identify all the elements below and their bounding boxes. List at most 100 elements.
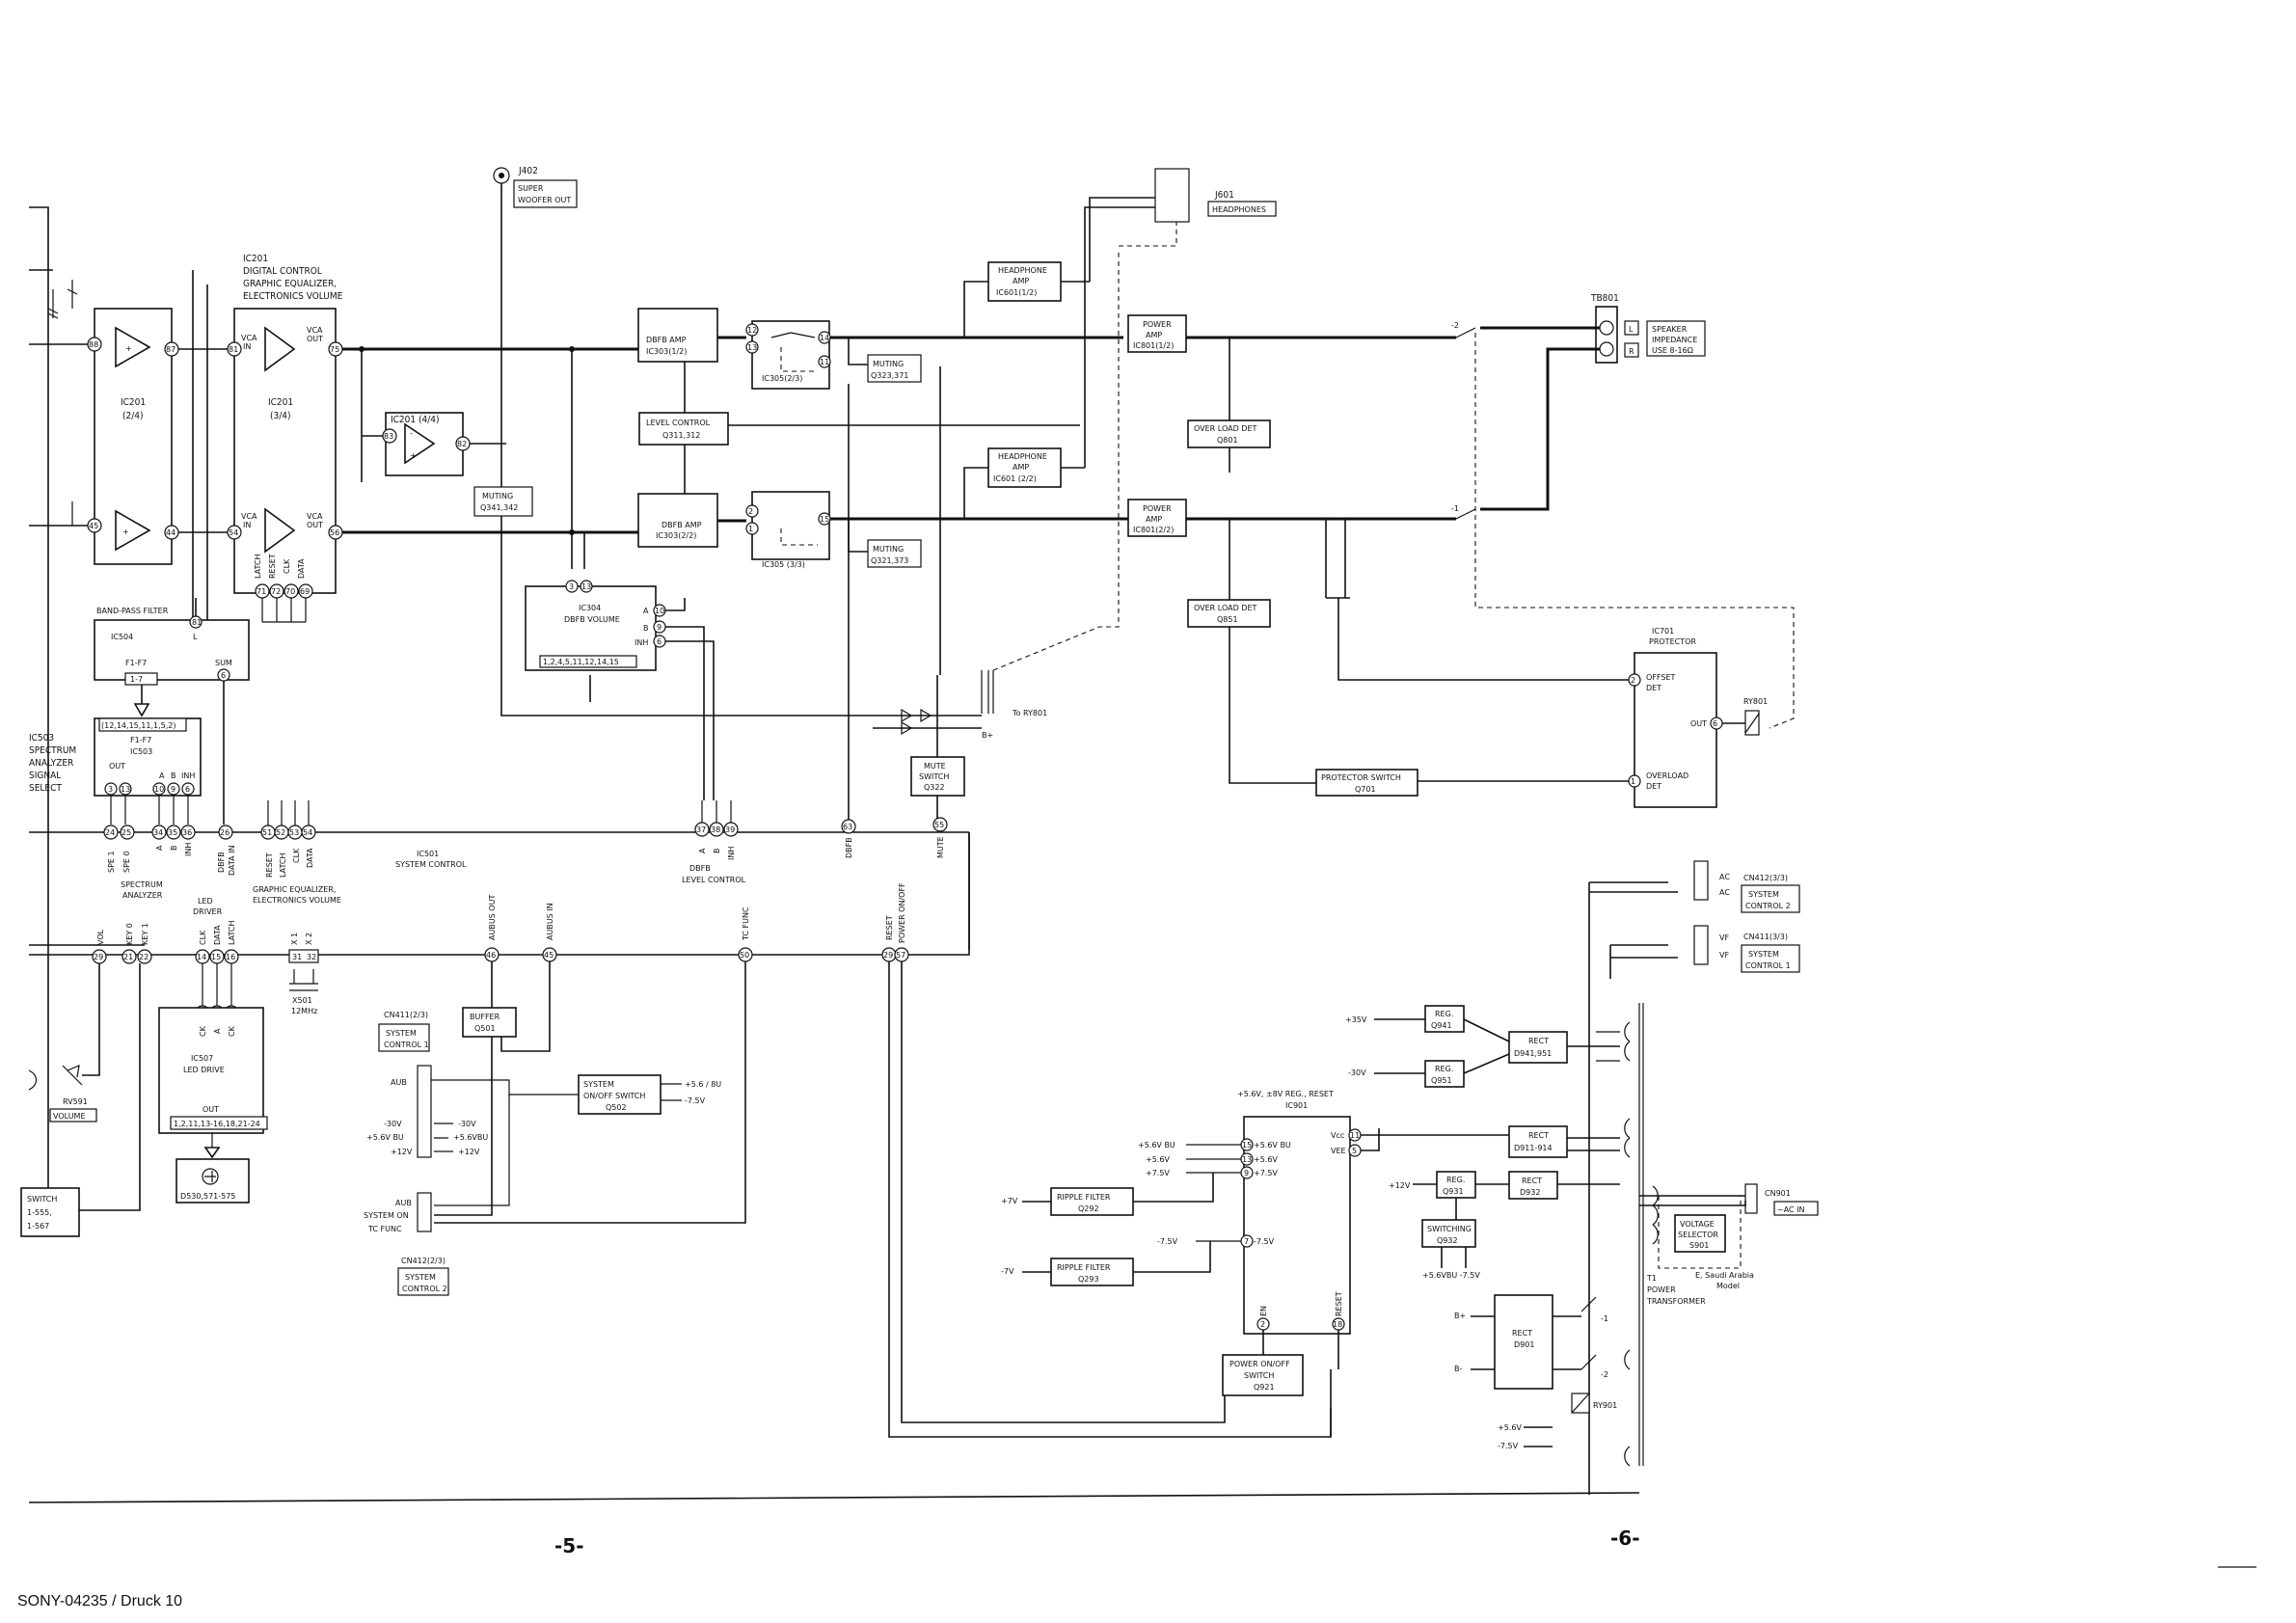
svg-text:VCA: VCA	[241, 334, 257, 342]
rv591: RV591 VOLUME	[28, 963, 100, 1123]
svg-text:81: 81	[192, 618, 202, 627]
svg-text:VEE: VEE	[1331, 1147, 1346, 1155]
svg-text:SPECTRUM: SPECTRUM	[121, 880, 163, 889]
power-onoff-q921: POWER ON/OFF SWITCH Q921	[1222, 1330, 1339, 1437]
svg-text:-1: -1	[1451, 504, 1459, 513]
svg-text:DIGITAL CONTROL: DIGITAL CONTROL	[243, 266, 322, 277]
dbfb-amp-1: DBFB AMP IC303(1/2)	[637, 308, 718, 363]
svg-text:SYSTEM: SYSTEM	[405, 1273, 436, 1282]
svg-text:VF: VF	[1719, 951, 1729, 960]
svg-text:IC201: IC201	[243, 254, 268, 264]
svg-text:POWER: POWER	[1143, 504, 1172, 513]
main-signal-path	[342, 346, 638, 569]
svg-text:SYSTEM: SYSTEM	[1748, 950, 1779, 959]
svg-text:Q292: Q292	[1078, 1204, 1099, 1213]
svg-text:OUT: OUT	[109, 762, 125, 771]
svg-text:PROTECTOR: PROTECTOR	[1649, 637, 1696, 646]
svg-text:IC507: IC507	[191, 1054, 213, 1063]
svg-text:14: 14	[820, 334, 829, 342]
svg-text:E, Saudi Arabia: E, Saudi Arabia	[1695, 1271, 1754, 1280]
svg-text:HEADPHONES: HEADPHONES	[1212, 205, 1266, 214]
left-input-wiring	[29, 206, 145, 1215]
power-amp-1: POWER AMP IC801(1/2)	[1127, 314, 1456, 353]
svg-text:6: 6	[657, 637, 662, 646]
svg-text:OUT: OUT	[203, 1105, 219, 1114]
svg-text:+5.6 / 8U: +5.6 / 8U	[685, 1080, 721, 1089]
svg-text:A: A	[643, 607, 649, 615]
svg-text:13: 13	[1242, 1155, 1252, 1164]
svg-text:ANALYZER: ANALYZER	[29, 758, 73, 769]
svg-text:SUPER: SUPER	[518, 184, 544, 193]
svg-text:D941,951: D941,951	[1514, 1049, 1552, 1058]
svg-text:+: +	[125, 344, 132, 353]
svg-text:16: 16	[226, 953, 235, 961]
svg-text:X 2: X 2	[305, 933, 313, 945]
svg-text:DBFB: DBFB	[689, 864, 711, 873]
power-bus	[28, 832, 1640, 1503]
svg-text:6: 6	[185, 785, 190, 794]
svg-text:1-567: 1-567	[27, 1222, 49, 1231]
svg-text:15: 15	[211, 953, 221, 961]
svg-text:INH: INH	[181, 771, 195, 780]
svg-text:+5.6V BU: +5.6V BU	[366, 1133, 404, 1142]
svg-text:IC503: IC503	[29, 733, 54, 744]
svg-text:-7.5V: -7.5V	[1498, 1442, 1519, 1450]
svg-text:Q311,312: Q311,312	[662, 431, 700, 440]
svg-text:AUB: AUB	[391, 1078, 407, 1087]
svg-text:IC601 (2/2): IC601 (2/2)	[993, 474, 1037, 483]
svg-text:DBFB: DBFB	[845, 837, 853, 858]
svg-text:TRANSFORMER: TRANSFORMER	[1646, 1297, 1706, 1306]
svg-text:+5.6VBU: +5.6VBU	[453, 1133, 488, 1142]
svg-text:L: L	[193, 633, 198, 641]
svg-text:R: R	[1629, 347, 1634, 356]
svg-text:3: 3	[569, 582, 574, 591]
svg-text:Vcc: Vcc	[1331, 1131, 1344, 1140]
svg-text:LED DRIVE: LED DRIVE	[183, 1066, 225, 1074]
svg-text:IC801(1/2): IC801(1/2)	[1133, 341, 1174, 350]
svg-text:SWITCH: SWITCH	[27, 1195, 57, 1204]
power-amp-2: POWER AMP IC801(2/2)	[1127, 499, 1456, 537]
svg-text:GRAPHIC EQUALIZER,: GRAPHIC EQUALIZER,	[243, 279, 337, 289]
svg-text:Q921: Q921	[1254, 1383, 1275, 1392]
svg-text:11: 11	[1350, 1131, 1360, 1140]
rect-911: RECT D911-914 RECT D932 REG. Q931 +12V S…	[1389, 1125, 1620, 1280]
cn412-3-3: CN412(3/3) AC AC SYSTEM CONTROL 2	[1589, 860, 1800, 913]
svg-text:OVER LOAD DET: OVER LOAD DET	[1194, 604, 1257, 612]
switch-block: SWITCH 1-555, 1-567	[20, 963, 141, 1237]
svg-text:AUB: AUB	[395, 1199, 412, 1207]
footer: -5- -6- SONY-04235 / Druck 10	[17, 1527, 2256, 1609]
svg-text:54: 54	[229, 528, 238, 537]
svg-text:MUTING: MUTING	[482, 492, 513, 500]
svg-text:BAND-PASS FILTER: BAND-PASS FILTER	[96, 607, 169, 615]
svg-text:13: 13	[581, 582, 591, 591]
ic504-band-pass: BAND-PASS FILTER IC504 L F1-F7 SUM 81 6 …	[94, 598, 250, 825]
svg-text:REG.: REG.	[1435, 1065, 1453, 1073]
svg-text:88: 88	[89, 340, 98, 349]
svg-text:IC503: IC503	[130, 747, 152, 756]
svg-text:INH: INH	[635, 638, 648, 647]
svg-text:IC901: IC901	[1285, 1101, 1308, 1110]
svg-text:+5.6V BU: +5.6V BU	[1254, 1141, 1291, 1150]
headphone-amp-2: HEADPHONE AMP IC601 (2/2)	[963, 447, 1085, 519]
svg-text:35: 35	[168, 828, 177, 837]
svg-text:53: 53	[289, 828, 299, 837]
svg-text:29: 29	[883, 951, 893, 960]
ic304: IC304 DBFB VOLUME A B INH 10 9 6 3 13 1,…	[525, 580, 715, 800]
svg-text:LEVEL CONTROL: LEVEL CONTROL	[646, 419, 711, 427]
svg-text:SYSTEM CONTROL: SYSTEM CONTROL	[395, 860, 467, 869]
svg-text:RIPPLE FILTER: RIPPLE FILTER	[1057, 1263, 1111, 1272]
svg-text:DBFB: DBFB	[217, 852, 226, 873]
svg-text:2: 2	[1260, 1320, 1265, 1329]
svg-text:GRAPHIC EQUALIZER,: GRAPHIC EQUALIZER,	[253, 885, 336, 894]
svg-text:CK: CK	[228, 1025, 236, 1037]
svg-text:REG.: REG.	[1446, 1176, 1465, 1184]
svg-text:VOLUME: VOLUME	[53, 1112, 86, 1121]
svg-text:10: 10	[655, 607, 664, 615]
svg-text:CN412(3/3): CN412(3/3)	[1743, 874, 1788, 882]
protector-switch: PROTECTOR SWITCH Q701	[1315, 519, 1586, 797]
svg-text:Q501: Q501	[474, 1024, 496, 1033]
svg-text:L: L	[1629, 325, 1634, 334]
svg-text:DBFB AMP: DBFB AMP	[646, 336, 687, 344]
svg-text:Q931: Q931	[1443, 1187, 1464, 1196]
dbfb-amp-2: DBFB AMP IC303(2/2)	[637, 493, 718, 548]
